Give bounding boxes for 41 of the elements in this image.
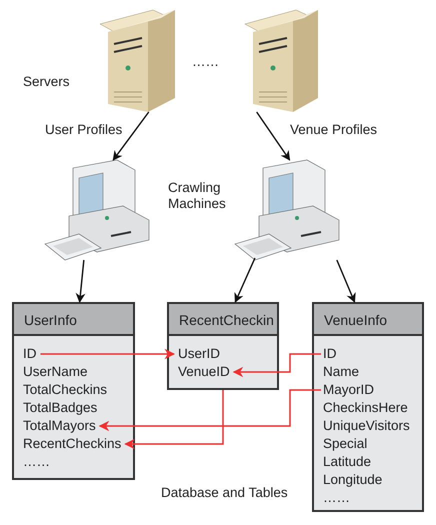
field-name: UniqueVisitors bbox=[323, 417, 410, 435]
desktop-computer-drawing bbox=[44, 160, 150, 260]
table-header: RecentCheckin bbox=[169, 304, 277, 336]
field-name: UserID bbox=[178, 345, 220, 363]
field-name: CheckinsHere bbox=[323, 399, 408, 417]
arrow bbox=[234, 258, 256, 303]
field-name: Longitude bbox=[323, 471, 382, 489]
field-name: VenueID bbox=[178, 363, 230, 381]
field-name: TotalMayors bbox=[23, 417, 96, 435]
arrow bbox=[76, 260, 86, 303]
arrow bbox=[232, 353, 321, 378]
caption-text: Crawling Machines bbox=[168, 180, 227, 212]
table-card bbox=[312, 302, 424, 512]
field-name: TotalCheckins bbox=[23, 381, 108, 399]
arrow bbox=[98, 389, 321, 432]
field-name: Name bbox=[323, 363, 360, 381]
field-name: MayorID bbox=[323, 381, 374, 399]
caption-text: Database and Tables bbox=[161, 485, 288, 501]
arrow bbox=[336, 260, 356, 303]
server-tower-drawing bbox=[100, 10, 176, 112]
table-header: VenueInfo bbox=[314, 304, 422, 336]
arrow bbox=[256, 112, 290, 161]
field-name: UserName bbox=[23, 363, 88, 381]
field-name: …… bbox=[23, 453, 50, 471]
arrow bbox=[124, 390, 224, 450]
desktop-computer-drawing bbox=[234, 160, 340, 260]
ellipsis: …… bbox=[192, 54, 219, 70]
table-header: UserInfo bbox=[14, 304, 133, 336]
server-tower-drawing bbox=[244, 10, 318, 112]
field-name: …… bbox=[323, 489, 350, 507]
table-card bbox=[12, 302, 135, 480]
field-name: RecentCheckins bbox=[23, 435, 122, 453]
field-name: ID bbox=[23, 345, 36, 363]
field-name: Special bbox=[323, 435, 368, 453]
field-name: TotalBadges bbox=[23, 399, 98, 417]
field-name: Latitude bbox=[323, 453, 372, 471]
arrow bbox=[112, 112, 150, 161]
caption-text: Servers bbox=[23, 74, 70, 90]
table-card bbox=[167, 302, 279, 390]
field-name: ID bbox=[323, 345, 336, 363]
arrow bbox=[40, 348, 176, 360]
